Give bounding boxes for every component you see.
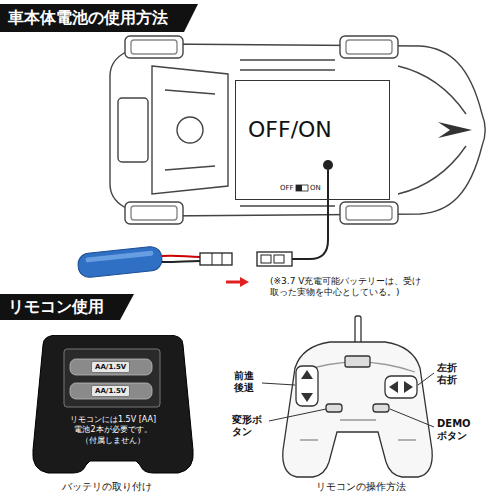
rear-panel (118, 98, 148, 162)
battery-tag: AA/1.5V (91, 361, 130, 373)
plug-body (200, 253, 232, 265)
leader-line (390, 409, 434, 427)
control-label: 左折 右折 (437, 362, 460, 386)
caption: バッテリの取り付け (62, 481, 152, 493)
car-body (110, 44, 485, 216)
body-line (165, 90, 215, 170)
red-wire (162, 256, 200, 257)
section-banner: 車本体電池の使用方法 (0, 4, 198, 32)
battery-spec: AA/1.5V (95, 362, 126, 372)
remote-body (283, 342, 432, 477)
battery-note: リモコンには1.5V [AA] 電池2本が必要です。 （付属しません） (63, 415, 163, 446)
arrow-right (404, 381, 413, 393)
power-wire (292, 170, 328, 259)
battery (77, 246, 163, 279)
remote-body (33, 335, 193, 473)
black-wire (162, 261, 200, 262)
leader-lines (262, 373, 434, 427)
car-illustration (110, 36, 485, 224)
engine-frame (152, 66, 228, 194)
battery-tag: AA/1.5V (91, 385, 130, 397)
banner-title: リモコン使用 (0, 294, 104, 320)
engine-part (177, 117, 203, 143)
control-label: DEMO ボタン (437, 418, 479, 442)
caption: リモコンの操作方法 (316, 481, 406, 493)
section-banner: リモコン使用 (0, 294, 134, 320)
connector-body (257, 252, 292, 266)
steering-pad (385, 376, 417, 398)
battery-plug (200, 253, 232, 265)
transform-button (326, 404, 342, 412)
battery-spec: AA/1.5V (95, 386, 126, 396)
front-emblem (438, 122, 472, 138)
car-connector (257, 252, 292, 266)
insert-arrow (226, 277, 249, 287)
connector-pin (261, 255, 271, 263)
wheel (340, 202, 398, 224)
wheel-tread (346, 40, 392, 54)
remote-front (283, 316, 432, 477)
wheel (125, 202, 183, 224)
wheel-tread (131, 40, 177, 54)
arrow-left (389, 381, 398, 393)
body-line (240, 60, 335, 206)
wheel (340, 36, 398, 58)
control-label: 変形ボ タン (232, 414, 265, 438)
battery-compartment: OFF/ON (235, 80, 390, 200)
body-line (300, 420, 416, 440)
remote-back: リモコンには1.5V [AA] 電池2本が必要です。 （付属しません） AA/1.… (28, 335, 198, 475)
battery-cell (77, 246, 163, 279)
wheel-tread (346, 206, 392, 220)
arrow-up (301, 370, 313, 379)
leader-line (269, 409, 326, 421)
antenna (355, 316, 361, 343)
wheel (125, 36, 183, 58)
battery-cell (70, 383, 152, 399)
leader-line (262, 383, 295, 385)
switch-on: ON (310, 184, 321, 192)
throttle-pad (296, 366, 318, 406)
arrow-down (301, 393, 313, 402)
arrow-shaft (226, 281, 242, 284)
demo-button (373, 404, 389, 412)
banner-fill (0, 294, 134, 320)
switch-dot (323, 160, 333, 170)
wheel-tread (131, 206, 177, 220)
arrow-head (240, 277, 249, 287)
connector-pin (274, 255, 284, 263)
switch-off: OFF (280, 184, 294, 192)
leader-line (418, 373, 434, 385)
switch-slider (296, 185, 308, 191)
battery-shine (85, 250, 153, 262)
plug-line (212, 253, 222, 265)
banner-fill (0, 4, 198, 32)
battery-bay (64, 349, 160, 407)
battery-note: (※3.7 V充電可能バッテリーは、受け 取った実物を中心としている。) (270, 276, 492, 298)
logo-plate (345, 356, 370, 367)
switch-knob (296, 185, 302, 191)
control-label: 前進 後退 (234, 370, 257, 394)
switch-label: OFF/ON (248, 117, 332, 143)
battery-cell (70, 359, 152, 375)
banner-title: 車本体電池の使用方法 (0, 4, 168, 32)
remote-back-shape (28, 335, 198, 475)
